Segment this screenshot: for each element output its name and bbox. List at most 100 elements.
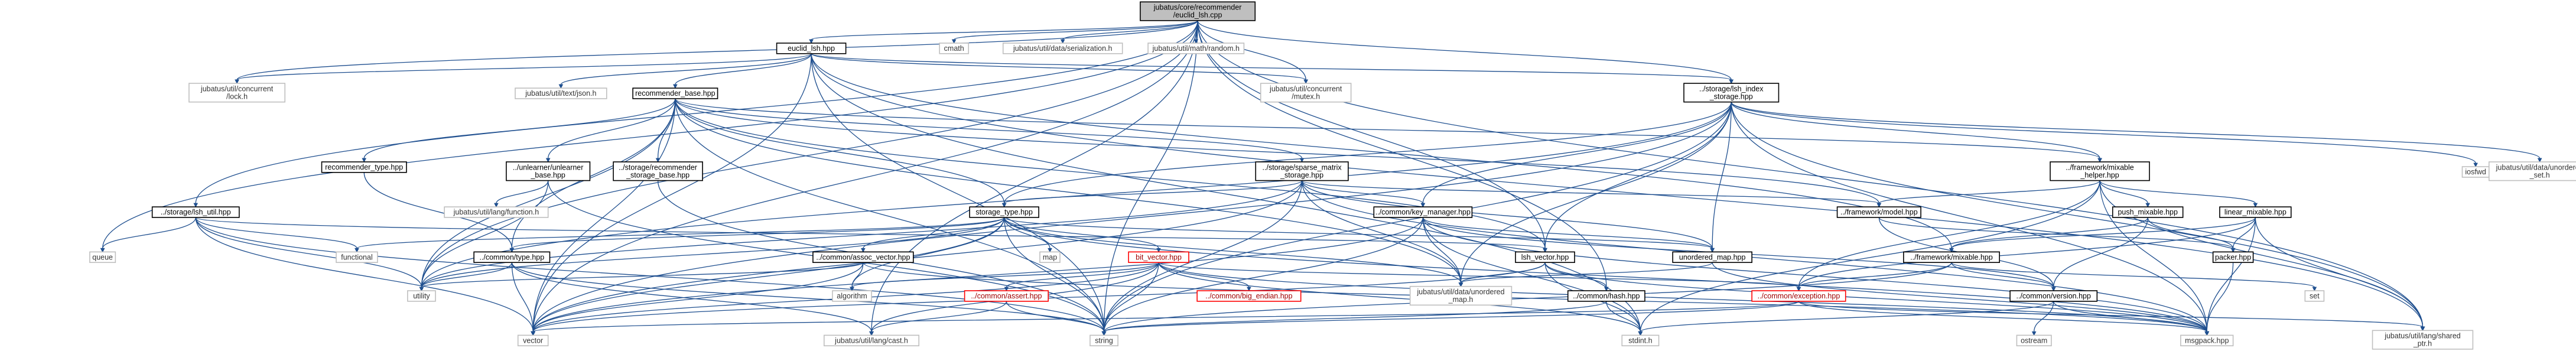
node-cast-h: jubatus/util/lang/cast.h bbox=[824, 334, 920, 346]
edge-recommender_base-to-recommender_storage_base bbox=[655, 98, 676, 163]
node-label: jubatus/util/lang/shared bbox=[2384, 332, 2461, 340]
node-lsh-util[interactable]: ../storage/lsh_util.hpp bbox=[151, 206, 240, 218]
node-recommender-type[interactable]: recommender_type.hpp bbox=[321, 161, 407, 173]
node-label: jubatus/util/lang/function.h bbox=[453, 208, 539, 216]
node-common-version[interactable]: ../common/version.hpp bbox=[2009, 290, 2098, 302]
node-lsh-index-storage[interactable]: ../storage/lsh_index_storage.hpp bbox=[1683, 83, 1780, 103]
node-assoc-vector[interactable]: ../common/assoc_vector.hpp bbox=[812, 251, 914, 263]
node-root[interactable]: jubatus/core/recommender/euclid_lsh.cpp bbox=[1140, 1, 1256, 21]
node-common-type[interactable]: ../common/type.hpp bbox=[473, 251, 551, 263]
node-label: jubatus/core/recommender bbox=[1153, 4, 1242, 12]
node-label: _storage.hpp bbox=[1280, 171, 1323, 179]
node-box bbox=[407, 290, 436, 302]
edge-lsh_index_storage-to-iosfwd bbox=[1731, 102, 2478, 168]
node-label: ../framework/mixable.hpp bbox=[1910, 253, 1993, 261]
node-mixable-helper[interactable]: ../framework/mixable_helper.hpp bbox=[2050, 161, 2150, 181]
node-packer[interactable]: packer.hpp bbox=[2212, 251, 2254, 263]
node-label: set bbox=[2310, 292, 2320, 300]
node-label: functional bbox=[341, 253, 373, 261]
edge-assoc_vector-to-utility bbox=[419, 262, 864, 292]
node-label: utility bbox=[413, 292, 430, 300]
node-box bbox=[515, 87, 607, 99]
edge-euclid_lsh_hpp-to-json_h bbox=[558, 53, 812, 89]
edge-common_exception-to-string bbox=[1101, 301, 1800, 336]
edge-linear_mixable-to-packer bbox=[2230, 217, 2256, 253]
node-box bbox=[1196, 290, 1302, 302]
edge-recommender_base-to-unlearner_base bbox=[545, 98, 676, 163]
edge-unordered_map_hpp-to-unordered_map_h bbox=[1458, 262, 1713, 287]
node-common-exception: ../common/exception.hpp bbox=[1751, 290, 1846, 302]
edge-mixable_helper-to-push_mixable bbox=[2099, 180, 2151, 208]
node-push-mixable[interactable]: push_mixable.hpp bbox=[2112, 206, 2184, 218]
node-unordered-map-hpp[interactable]: unordered_map.hpp bbox=[1672, 251, 1752, 263]
edge-sparse_matrix_storage-to-framework_model bbox=[1301, 180, 1882, 208]
node-bit-vector: bit_vector.hpp bbox=[1128, 251, 1189, 263]
edge-lsh_vector-to-unordered_map_h bbox=[1458, 262, 1546, 287]
edge-storage_type-to-assoc_vector bbox=[861, 217, 1005, 253]
edge-lsh_util-to-utility bbox=[195, 217, 424, 292]
edge-bit_vector-to-algorithm bbox=[850, 262, 1159, 292]
node-common-assert: ../common/assert.hpp bbox=[964, 290, 1049, 302]
node-box bbox=[444, 206, 549, 218]
edge-linear_mixable-to-shared_ptr_h bbox=[2255, 217, 2425, 332]
edge-root-to-euclid_lsh_hpp bbox=[809, 20, 1198, 44]
edge-common_type-to-utility bbox=[419, 262, 512, 292]
node-box bbox=[1903, 251, 2000, 263]
node-iosfwd: iosfwd bbox=[2461, 166, 2490, 178]
edges-layer bbox=[100, 20, 2542, 336]
node-box bbox=[2304, 290, 2325, 302]
node-label: /euclid_lsh.cpp bbox=[1173, 11, 1222, 20]
node-box bbox=[824, 334, 920, 346]
node-string: string bbox=[1089, 334, 1118, 346]
node-box bbox=[776, 43, 847, 54]
node-big-endian: ../common/big_endian.hpp bbox=[1196, 290, 1302, 302]
edge-common_hash-to-stdint_h bbox=[1606, 301, 1643, 336]
node-storage-type[interactable]: storage_type.hpp bbox=[969, 206, 1039, 218]
node-box bbox=[1089, 334, 1118, 346]
node-box bbox=[1147, 43, 1245, 54]
node-common-hash[interactable]: ../common/hash.hpp bbox=[1567, 290, 1645, 302]
edge-unlearner_base-to-function_h bbox=[494, 180, 549, 208]
edge-framework_mixable-to-common_version bbox=[1951, 262, 2056, 292]
node-label: string bbox=[1095, 336, 1113, 344]
node-label: ostream bbox=[2021, 336, 2047, 344]
node-box bbox=[1672, 251, 1752, 263]
node-box bbox=[473, 251, 551, 263]
node-label: ../framework/mixable bbox=[2066, 163, 2133, 171]
node-sparse-matrix-storage[interactable]: ../storage/sparse_matrix_storage.hpp bbox=[1255, 161, 1349, 181]
node-framework-mixable[interactable]: ../framework/mixable.hpp bbox=[1903, 251, 2000, 263]
node-label: jubatus/util/data/serialization.h bbox=[1013, 44, 1113, 53]
node-ostream: ostream bbox=[2016, 334, 2052, 346]
node-box bbox=[613, 161, 703, 181]
edge-root-to-lsh_vector bbox=[1197, 20, 1547, 253]
node-box bbox=[2050, 161, 2150, 181]
node-label: cmath bbox=[944, 44, 964, 53]
edge-common_exception-to-msgpack bbox=[1798, 301, 2210, 336]
node-lsh-vector[interactable]: lsh_vector.hpp bbox=[1515, 251, 1575, 263]
node-serialization-h: jubatus/util/data/serialization.h bbox=[1002, 43, 1123, 54]
edge-root-to-cmath bbox=[951, 20, 1198, 44]
node-shared-ptr-h: jubatus/util/lang/shared_ptr.h bbox=[2372, 330, 2474, 350]
node-framework-model[interactable]: ../framework/model.hpp bbox=[1836, 206, 1921, 218]
node-unlearner-base[interactable]: ../unlearner/unlearner_base.hpp bbox=[506, 161, 591, 181]
node-queue: queue bbox=[89, 251, 116, 263]
edge-euclid_lsh_hpp-to-recommender_base bbox=[673, 53, 812, 89]
node-label: storage_type.hpp bbox=[975, 208, 1033, 216]
node-box bbox=[1515, 251, 1575, 263]
node-functional: functional bbox=[336, 251, 378, 263]
node-box bbox=[2488, 161, 2576, 181]
node-function-h: jubatus/util/lang/function.h bbox=[444, 206, 549, 218]
node-linear-mixable[interactable]: linear_mixable.hpp bbox=[2219, 206, 2292, 218]
edge-common_hash-to-string bbox=[1101, 301, 1607, 336]
node-euclid-lsh-hpp[interactable]: euclid_lsh.hpp bbox=[776, 43, 847, 54]
node-label: _map.h bbox=[1448, 295, 1474, 304]
node-key-manager[interactable]: ../common/key_manager.hpp bbox=[1373, 206, 1473, 218]
edge-euclid_lsh_hpp-to-lsh_index_storage bbox=[811, 53, 1734, 84]
node-box bbox=[321, 161, 407, 173]
node-box bbox=[151, 206, 240, 218]
node-label: _ptr.h bbox=[2413, 340, 2432, 348]
node-recommender-storage-base[interactable]: ../storage/recommender_storage_base.hpp bbox=[613, 161, 703, 181]
edge-lsh_util-to-queue bbox=[100, 217, 196, 253]
node-recommender-base[interactable]: recommender_base.hpp bbox=[632, 87, 718, 99]
